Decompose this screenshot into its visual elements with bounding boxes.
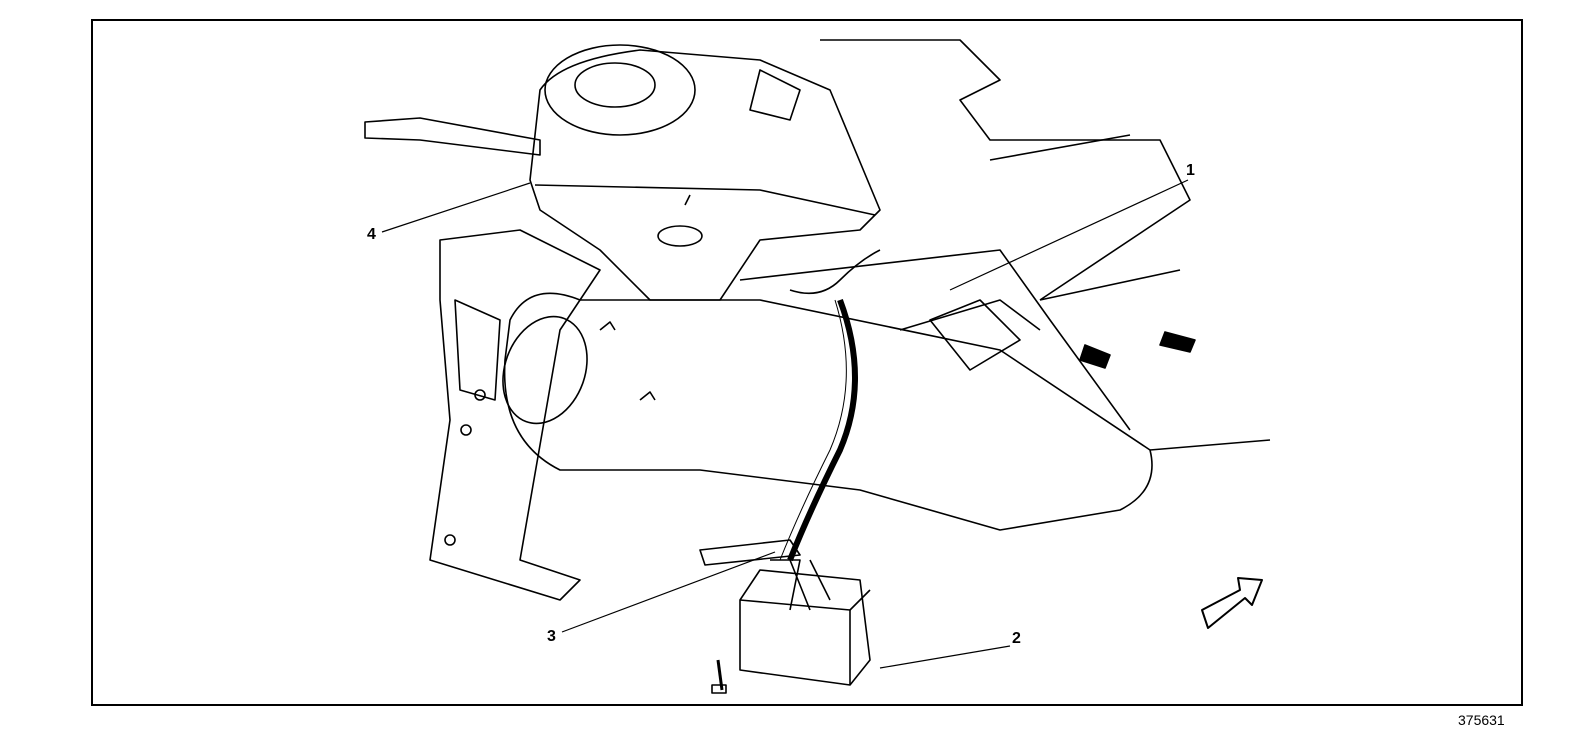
panel-bracket (429, 229, 601, 601)
leader-line-1 (949, 179, 1189, 291)
steering-column (503, 292, 1153, 531)
callout-2: 2 (1012, 630, 1021, 647)
leader-line-4 (381, 182, 531, 233)
column-housing (529, 49, 881, 301)
leader-line-2 (879, 645, 1011, 669)
wiring-harness (787, 298, 858, 562)
forward-arrow-icon (1201, 577, 1263, 629)
figure-number: 375631 (1458, 712, 1505, 728)
leader-line-3 (561, 551, 776, 633)
callout-3: 3 (547, 628, 556, 645)
diagram-frame (91, 19, 1523, 706)
callout-1: 1 (1186, 162, 1195, 179)
multifunction-lever (364, 117, 541, 156)
callout-4: 4 (367, 226, 376, 243)
